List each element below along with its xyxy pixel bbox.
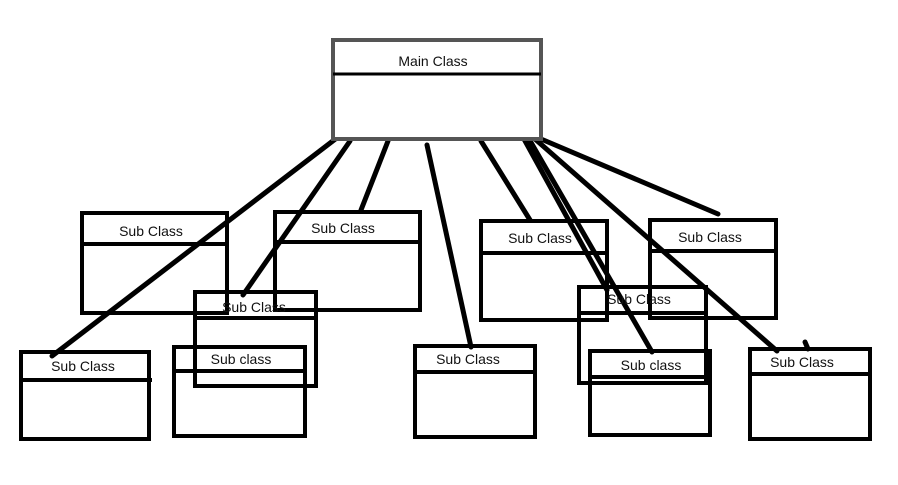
connector-line bbox=[49, 134, 341, 359]
sub-class-title: Sub class bbox=[211, 351, 272, 367]
sub-class-title: Sub Class bbox=[311, 220, 375, 236]
sub-class-title: Sub Class bbox=[222, 299, 286, 315]
sub-class-box bbox=[413, 344, 537, 439]
sub-class-box bbox=[273, 210, 422, 312]
sub-class-box bbox=[80, 211, 229, 315]
main-class-box: Main Class bbox=[331, 38, 543, 141]
sub-class-box bbox=[577, 285, 708, 385]
connector-line bbox=[478, 138, 533, 223]
connector-line bbox=[521, 136, 610, 293]
sub-class-title: Sub Class bbox=[436, 351, 500, 367]
main-class-title: Main Class bbox=[398, 53, 467, 69]
sub-class-title: Sub Class bbox=[508, 230, 572, 246]
sub-class-title: Sub Class bbox=[51, 358, 115, 374]
connector-line bbox=[532, 136, 780, 354]
box-titles: Sub Class Sub Class Sub Class Sub Class … bbox=[119, 220, 834, 373]
sub-class-title: Sub Class bbox=[770, 354, 834, 370]
connector-line bbox=[424, 142, 474, 350]
sub-class-title: Sub class bbox=[621, 357, 682, 373]
sub-class-box bbox=[648, 218, 778, 320]
sub-class-box bbox=[19, 350, 152, 441]
sub-class-title: Sub Class bbox=[119, 223, 183, 239]
sub-class-box bbox=[748, 347, 872, 441]
connectors bbox=[49, 134, 811, 359]
sub-class-box bbox=[172, 345, 307, 438]
sub-class-title: Sub Class bbox=[678, 229, 742, 245]
connector-line bbox=[358, 138, 391, 213]
sub-class-box bbox=[193, 290, 318, 388]
sub-class-box bbox=[588, 349, 712, 437]
connector-line bbox=[240, 138, 353, 298]
connector-line bbox=[526, 136, 655, 355]
sub-class-box bbox=[479, 219, 609, 322]
connector-line bbox=[538, 136, 721, 217]
sub-class-title: Sub Class bbox=[607, 291, 671, 307]
